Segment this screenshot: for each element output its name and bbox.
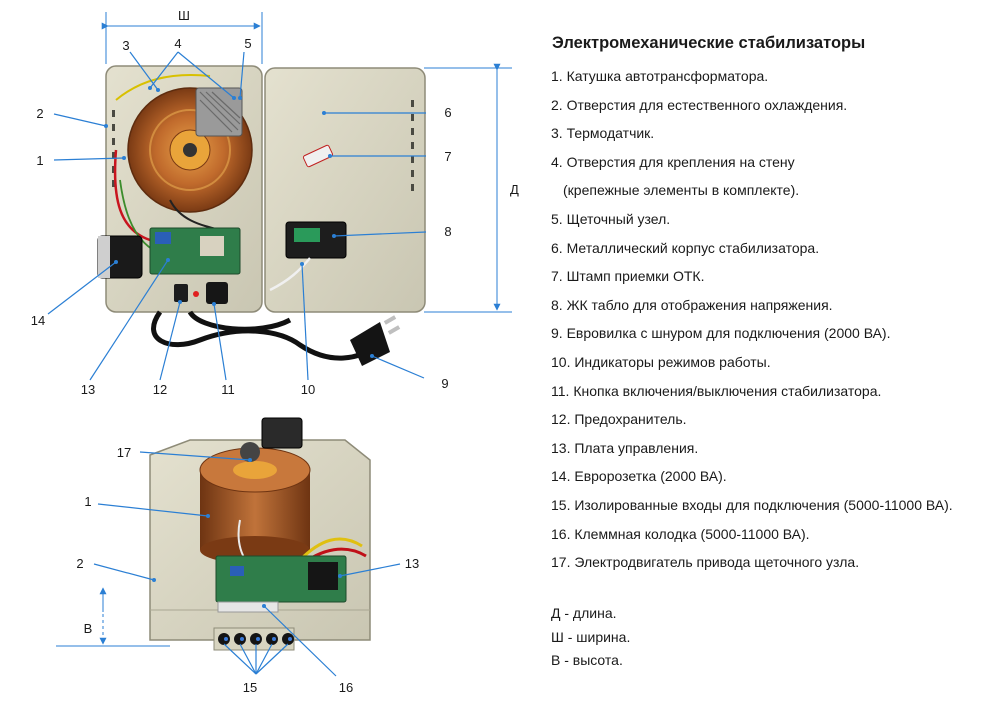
bottom-unit bbox=[149, 417, 371, 651]
callout-9: 9 bbox=[441, 376, 448, 391]
callout-b-16: 16 bbox=[339, 680, 353, 695]
ventilation-slots-right bbox=[411, 100, 414, 191]
dimension-item-length: Д - длина. bbox=[551, 605, 617, 621]
legend-item: 14. Евророзетка (2000 ВА). bbox=[551, 468, 727, 485]
insulated-inputs bbox=[213, 627, 295, 651]
dimension-length bbox=[424, 63, 512, 313]
callout-b-1: 1 bbox=[84, 494, 91, 509]
callout-14: 14 bbox=[31, 313, 45, 328]
bottom-callout-lines bbox=[93, 451, 401, 677]
callout-3: 3 bbox=[122, 38, 129, 53]
legend-item: 9. Евровилка с шнуром для подключения (2… bbox=[551, 325, 891, 342]
legend-item: 6. Металлический корпус стабилизатора. bbox=[551, 239, 820, 256]
dimension-width bbox=[101, 12, 263, 64]
top-callout-lines bbox=[47, 51, 427, 381]
callout-b-17: 17 bbox=[117, 445, 131, 460]
callout-13: 13 bbox=[81, 382, 95, 397]
dimension-item-width: Ш - ширина. bbox=[551, 628, 631, 645]
legend-item: (крепежные элементы в комплекте). bbox=[563, 182, 800, 199]
bottom-callout-numbers: 17 1 2 13 15 16 bbox=[76, 445, 419, 695]
callout-2: 2 bbox=[36, 106, 43, 121]
qc-stamp bbox=[302, 144, 334, 168]
power-cord bbox=[151, 310, 380, 361]
legend-item: 5. Щеточный узел. bbox=[551, 210, 671, 227]
top-unit bbox=[97, 65, 426, 366]
dimension-height bbox=[56, 587, 170, 647]
motor bbox=[261, 417, 303, 449]
dimension-legend: Д - длина. Ш - ширина. В - высота. bbox=[551, 603, 630, 674]
dim-length-label: Д bbox=[510, 182, 519, 197]
bottom-callout-dots bbox=[152, 458, 342, 608]
dim-width-label: Ш bbox=[178, 8, 190, 23]
legend-title: Электромеханические стабилизаторы bbox=[552, 34, 866, 52]
callout-b-2: 2 bbox=[76, 556, 83, 571]
dim-height-label: В bbox=[84, 621, 93, 636]
legend-item: 7. Штамп приемки ОТК. bbox=[551, 268, 705, 285]
callout-8: 8 bbox=[444, 224, 451, 239]
callout-b-15: 15 bbox=[243, 680, 257, 695]
terminal-block bbox=[217, 601, 279, 613]
dimension-item-height: В - высота. bbox=[551, 652, 623, 668]
legend-item: 17. Электродвигатель привода щеточного у… bbox=[551, 554, 860, 571]
ventilation-slots-left bbox=[112, 110, 115, 187]
legend-item: 13. Плата управления. bbox=[551, 439, 699, 456]
callout-12: 12 bbox=[153, 382, 167, 397]
top-callout-dots bbox=[104, 86, 374, 358]
legend-item: 3. Термодатчик. bbox=[551, 125, 655, 142]
legend-item: 2. Отверстия для естественного охлаждени… bbox=[551, 96, 848, 113]
callout-b-13: 13 bbox=[405, 556, 419, 571]
euro-plug bbox=[350, 315, 401, 366]
callout-4: 4 bbox=[174, 36, 181, 51]
fuse bbox=[174, 284, 188, 302]
power-switch bbox=[206, 282, 228, 304]
callout-6: 6 bbox=[444, 105, 451, 120]
callout-5: 5 bbox=[244, 36, 251, 51]
legend-item: 12. Предохранитель. bbox=[551, 411, 687, 428]
legend-item: 10. Индикаторы режимов работы. bbox=[551, 353, 771, 370]
legend-item: 1. Катушка автотрансформатора. bbox=[551, 68, 769, 84]
legend-item: 4. Отверстия для крепления на стену bbox=[551, 153, 795, 170]
legend-item: 15. Изолированные входы для подключения … bbox=[551, 496, 953, 513]
callout-7: 7 bbox=[444, 149, 451, 164]
case-lid-right bbox=[264, 67, 426, 313]
callout-10: 10 bbox=[301, 382, 315, 397]
legend-list: 1. Катушка автотрансформатора. 2. Отверс… bbox=[551, 66, 953, 581]
legend-item: 11. Кнопка включения/выключения стабилиз… bbox=[551, 382, 882, 399]
legend-item: 8. ЖК табло для отображения напряжения. bbox=[551, 296, 833, 313]
legend-item: 16. Клеммная колодка (5000-11000 ВА). bbox=[551, 525, 810, 542]
callout-1: 1 bbox=[36, 153, 43, 168]
top-callout-numbers: 1 2 3 4 5 6 7 8 9 10 11 12 13 14 bbox=[31, 36, 452, 397]
callout-11: 11 bbox=[221, 382, 235, 397]
